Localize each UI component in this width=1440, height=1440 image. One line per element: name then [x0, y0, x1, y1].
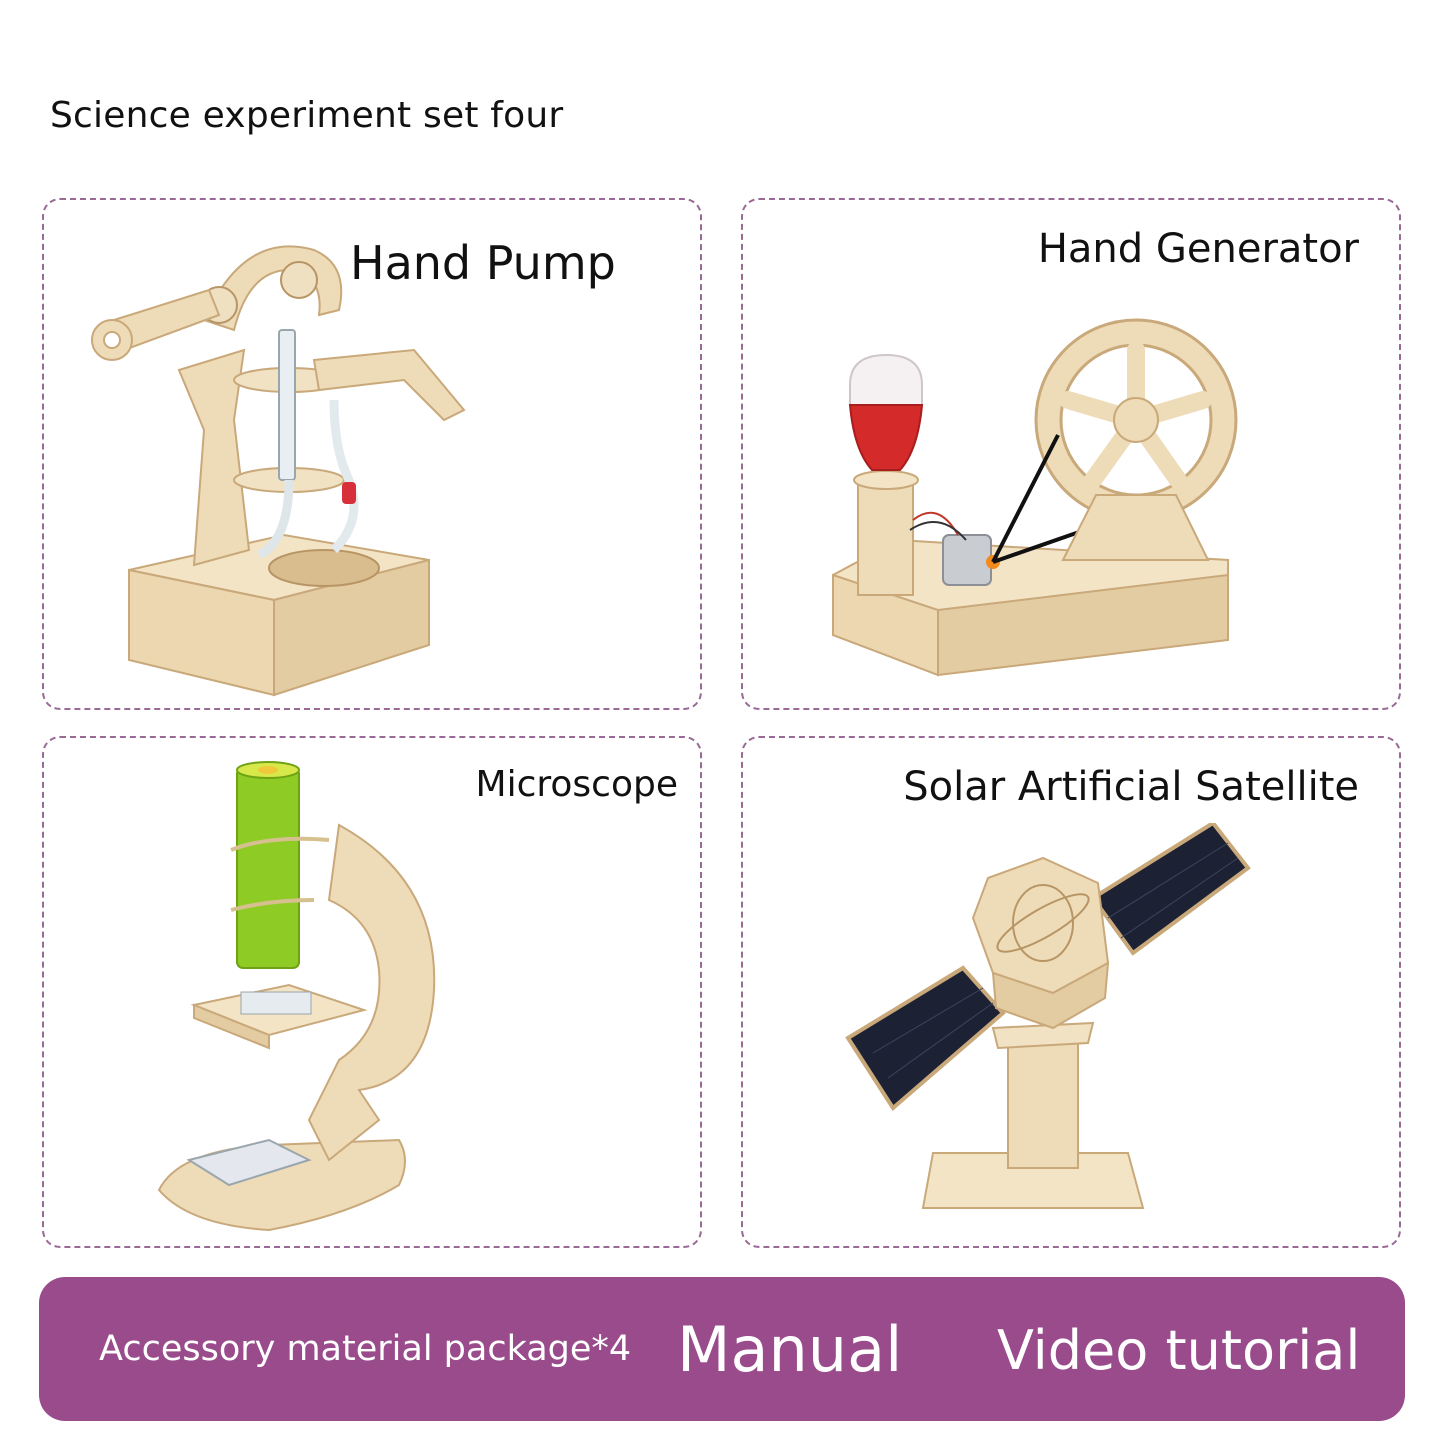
product-card-hand-generator: Hand Generator: [741, 198, 1401, 710]
page-heading: Science experiment set four: [50, 95, 564, 136]
product-card-solar-satellite: Solar Artificial Satellite: [741, 736, 1401, 1248]
product-card-microscope: Microscope: [42, 736, 702, 1248]
product-card-hand-pump: Hand Pump: [42, 198, 702, 710]
banner-item-accessory-package: Accessory material package*4: [99, 1329, 632, 1369]
hand-pump-model-image: [91, 245, 466, 697]
banner-item-video-tutorial: Video tutorial: [997, 1319, 1361, 1382]
banner-item-manual: Manual: [677, 1313, 903, 1386]
solar-satellite-model-image: [845, 823, 1251, 1209]
product-title: Hand Pump: [350, 236, 616, 290]
included-items-banner: Accessory material package*4 Manual Vide…: [39, 1277, 1405, 1421]
product-title: Hand Generator: [1037, 226, 1359, 272]
product-title: Solar Artificial Satellite: [903, 764, 1359, 810]
product-title: Microscope: [475, 764, 678, 805]
hand-generator-model-image: [832, 318, 1238, 677]
microscope-model-image: [157, 761, 436, 1232]
